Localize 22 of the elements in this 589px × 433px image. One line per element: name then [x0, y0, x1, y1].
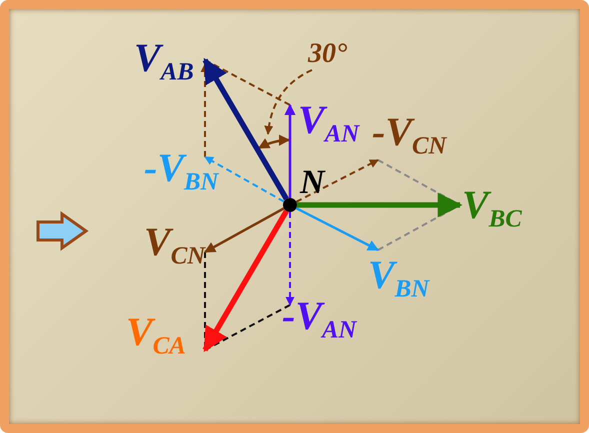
angle-label: 30° — [308, 40, 348, 68]
phasor-label: V$_{BN}$ — [368, 255, 430, 302]
phasor-label: -V$_{AN}$ — [282, 296, 356, 344]
dashed-arrow — [286, 212, 294, 306]
phasor-label: V$_{BC}$ — [462, 185, 522, 232]
dashed-arrow — [296, 159, 379, 203]
phasor-label: V$_{CA}$ — [126, 312, 186, 360]
phasor-arrow — [202, 58, 289, 200]
phasor-arrow — [296, 207, 379, 252]
phasor-arrow — [297, 192, 462, 218]
phasor-arrow — [284, 104, 296, 198]
point-label: N — [300, 166, 325, 200]
phasor-label: V$_{AB}$ — [134, 38, 194, 86]
phasor-label: -V$_{BN}$ — [144, 148, 218, 196]
phasor-arrow — [204, 207, 284, 254]
phasor-label: V$_{AN}$ — [298, 100, 360, 148]
phasor-label: V$_{CN}$ — [144, 222, 206, 270]
phasor-arrow — [202, 210, 289, 352]
phasor-label: -V$_{CN}$ — [372, 112, 446, 160]
leader-line — [264, 69, 312, 135]
dashed-arrow — [204, 156, 284, 202]
angle-arc — [258, 135, 290, 150]
